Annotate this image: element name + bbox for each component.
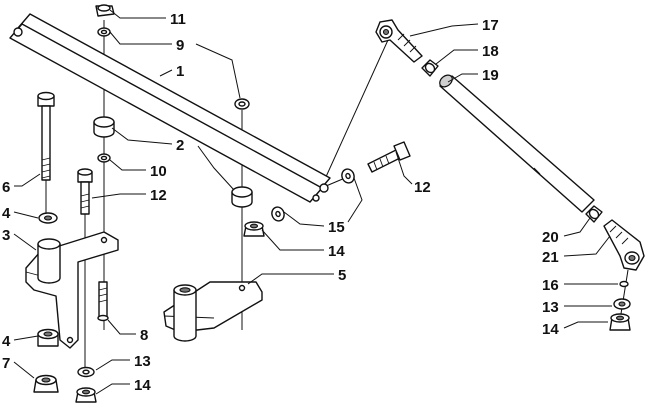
long-link-bar — [9, 13, 331, 203]
callout-19: 19 — [482, 67, 499, 84]
washer-13-left — [77, 366, 95, 378]
callout-5: 5 — [338, 267, 346, 284]
callout-16: 16 — [542, 277, 559, 294]
bolt-12-left — [77, 168, 93, 215]
callout-14-right: 14 — [542, 321, 559, 338]
callout-1: 1 — [176, 63, 184, 80]
nut-14-center — [243, 221, 265, 237]
tie-rod-tube-19 — [439, 74, 595, 213]
callout-13-right: 13 — [542, 299, 559, 316]
callout-12-left: 12 — [150, 187, 167, 204]
callout-12-right: 12 — [414, 179, 431, 196]
callout-4-lower: 4 — [2, 333, 11, 350]
washer-16 — [619, 280, 629, 288]
callout-11: 11 — [170, 11, 186, 28]
callout-10: 10 — [150, 163, 167, 180]
callout-6: 6 — [2, 179, 10, 196]
callout-4-upper: 4 — [2, 205, 11, 222]
rod-end-17 — [375, 19, 423, 63]
callout-18: 18 — [482, 43, 499, 60]
long-bolt-6 — [37, 91, 55, 181]
washer-9-right — [234, 98, 250, 110]
nut-4-lower — [37, 328, 59, 347]
callout-15: 15 — [328, 219, 345, 236]
rod-end-21 — [603, 219, 645, 321]
washer-10 — [97, 153, 111, 163]
top-washer — [97, 27, 111, 37]
callout-21: 21 — [542, 249, 559, 266]
washer-15-b — [341, 168, 355, 184]
top-nut — [95, 4, 115, 17]
jam-nut-18 — [421, 59, 439, 77]
pivot-bracket-5 — [163, 281, 263, 342]
pivot-bracket-3 — [25, 231, 119, 349]
callout-20: 20 — [542, 229, 559, 246]
callout-9: 9 — [176, 37, 184, 54]
bushing-right — [231, 186, 253, 208]
washer-4-upper — [38, 212, 58, 224]
callout-14-left: 14 — [134, 377, 151, 394]
nut-7 — [33, 374, 59, 393]
washer-13-right — [613, 298, 631, 310]
bolt-12-right — [367, 141, 411, 173]
callout-3: 3 — [2, 227, 10, 244]
callout-numbers: 11 9 1 2 10 12 6 4 3 4 7 8 13 14 5 14 15… — [2, 11, 559, 394]
bushing-left — [93, 116, 115, 138]
callout-8: 8 — [140, 327, 148, 344]
callout-13-left: 13 — [134, 353, 151, 370]
callout-2: 2 — [176, 137, 184, 154]
leader-lines — [13, 9, 618, 395]
washer-15-a — [271, 206, 285, 222]
callout-14-center: 14 — [328, 243, 345, 260]
nut-14-left — [75, 387, 97, 403]
stud-8 — [97, 281, 109, 322]
callout-7: 7 — [2, 355, 10, 372]
callout-17: 17 — [482, 17, 499, 34]
nut-14-right — [609, 313, 631, 331]
